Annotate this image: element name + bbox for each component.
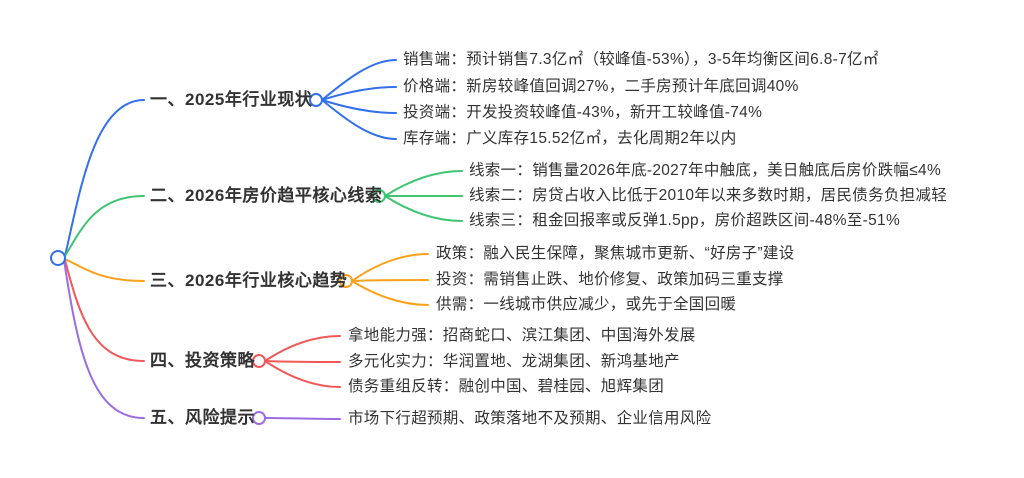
branch-3-child-label[interactable]: 供需：一线城市供应减少，或先于全国回暖	[436, 296, 737, 313]
branch-5-label[interactable]: 五、风险提示	[150, 408, 255, 427]
branch-4-child-connector	[264, 360, 341, 363]
branch-1-child-label[interactable]: 价格端：新房较峰值回调27%，二手房预计年底回调40%	[403, 78, 799, 95]
branch-2-child-label[interactable]: 线索一：销售量2026年底-2027年中触底，美日触底后房价跌幅≤4%	[469, 162, 942, 179]
branch-4-label[interactable]: 四、投资策略	[150, 351, 255, 370]
branch-4-node-toggle[interactable]	[252, 354, 266, 368]
branch-5-child-connector	[264, 417, 341, 420]
branch-2-child-connector	[384, 195, 463, 222]
branch-1-label[interactable]: 一、2025年行业现状	[150, 90, 313, 109]
root-node[interactable]	[50, 250, 66, 266]
branch-1-child-connector	[321, 59, 397, 101]
branch-4-child-connector	[264, 335, 341, 362]
branch-1-child-label[interactable]: 投资端：开发投资较峰值-43%，新开工较峰值-74%	[403, 104, 763, 121]
branch-1-connector	[64, 99, 145, 257]
branch-5-node-toggle[interactable]	[252, 411, 266, 425]
branch-2-child-label[interactable]: 线索二：房贷占收入比低于2010年以来多数时期，居民债务负担减轻	[469, 187, 948, 204]
branch-1-node-toggle[interactable]	[309, 93, 323, 107]
branch-3-child-connector	[351, 253, 429, 282]
branch-1-child-connector	[321, 99, 397, 114]
branch-4-child-label[interactable]: 拿地能力强：招商蛇口、滨江集团、中国海外发展	[348, 327, 696, 344]
branch-2-child-connector	[384, 170, 463, 197]
branch-3-child-label[interactable]: 政策：融入民生保障，聚焦城市更新、“好房子”建设	[436, 245, 795, 262]
branch-4-connector	[64, 259, 145, 362]
branch-2-node-toggle[interactable]	[372, 189, 386, 203]
branch-1-child-connector	[321, 99, 397, 140]
branch-2-connector	[64, 195, 145, 257]
branch-3-child-label[interactable]: 投资：需销售止跌、地价修复、政策加码三重支撑	[436, 271, 784, 288]
branch-4-child-label[interactable]: 多元化实力：华润置地、龙湖集团、新鸿基地产	[348, 353, 680, 370]
branch-5-connector	[63, 259, 145, 419]
branch-4-child-connector	[264, 360, 341, 388]
branch-3-label[interactable]: 三、2026年行业核心趋势	[150, 271, 348, 290]
branch-3-child-connector	[351, 280, 429, 306]
branch-5-child-label[interactable]: 市场下行超预期、政策落地不及预期、企业信用风险	[348, 410, 712, 427]
branch-2-child-label[interactable]: 线索三：租金回报率或反弹1.5pp，房价超跌区间-48%至-51%	[469, 212, 901, 229]
branch-1-child-connector	[321, 86, 397, 101]
branch-3-child-connector	[351, 279, 429, 282]
branch-4-child-label[interactable]: 债务重组反转：融创中国、碧桂园、旭辉集团	[348, 378, 665, 395]
branch-2-label[interactable]: 二、2026年房价趋平核心线索	[150, 186, 383, 205]
branch-3-node-toggle[interactable]	[339, 274, 353, 288]
branch-3-connector	[64, 258, 145, 282]
branch-1-child-label[interactable]: 销售端：预计销售7.3亿㎡（较峰值-53%），3-5年均衡区间6.8-7亿㎡	[403, 51, 879, 68]
branch-1-child-label[interactable]: 库存端：广义库存15.52亿㎡，去化周期2年以内	[403, 130, 737, 147]
